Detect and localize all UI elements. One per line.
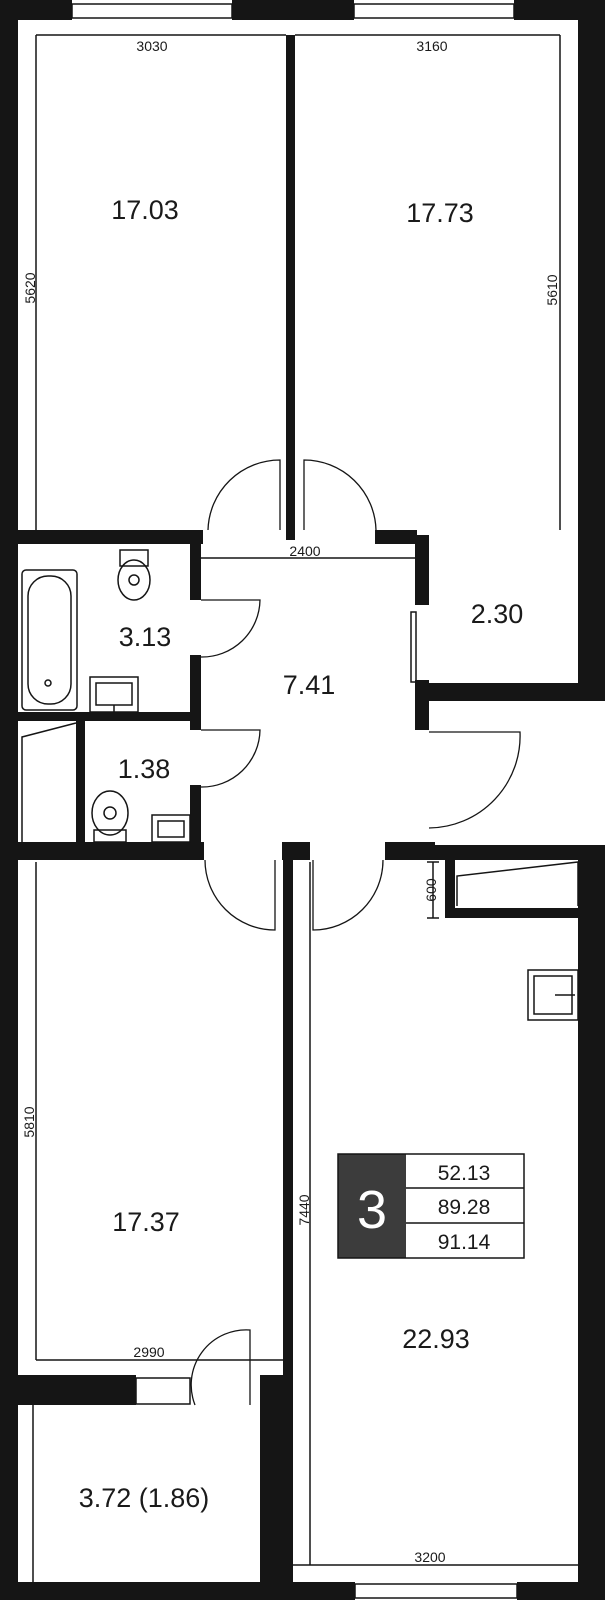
bathtub <box>21 569 78 711</box>
total-with-balcony: 91.14 <box>438 1231 491 1254</box>
interior-walls <box>18 35 605 1600</box>
area-bedroom-1: 17.03 <box>111 195 179 225</box>
bathroom-sink <box>89 676 139 713</box>
toilet-sink <box>151 814 191 843</box>
living-area: 52.13 <box>438 1162 491 1185</box>
room-count-badge <box>338 1154 406 1258</box>
area-bathroom: 3.13 <box>119 622 172 652</box>
total-area: 89.28 <box>438 1196 491 1219</box>
room-count: 3 <box>357 1180 387 1240</box>
area-balcony: 3.72 (1.86) <box>79 1483 210 1513</box>
kitchen-sink <box>527 969 579 1021</box>
dim-bedroom2-width: 3160 <box>416 38 447 54</box>
area-bedroom-3: 17.37 <box>112 1207 180 1237</box>
area-toilet: 1.38 <box>118 754 171 784</box>
summary-block: 3 52.13 89.28 91.14 <box>337 1153 525 1259</box>
area-bedroom-2: 17.73 <box>406 198 474 228</box>
dim-living-height: 7440 <box>296 1194 312 1225</box>
dim-bedroom3-width: 2990 <box>133 1344 164 1360</box>
toilet-2 <box>91 790 129 843</box>
area-living-kitchen: 22.93 <box>402 1324 470 1354</box>
inner-outlines <box>32 34 578 1582</box>
dim-bedroom2-height: 5610 <box>544 274 560 305</box>
dim-hallway-width: 2400 <box>289 543 320 559</box>
area-hallway: 7.41 <box>283 670 336 700</box>
wardrobes <box>21 722 579 906</box>
dim-bedroom3-height: 5810 <box>21 1106 37 1137</box>
dim-wardrobe-depth: 600 <box>423 878 439 902</box>
dimension-600-marker <box>427 861 439 919</box>
dim-bedroom1-height: 5620 <box>22 272 38 303</box>
dim-living-width: 3200 <box>414 1549 445 1565</box>
doors <box>190 459 521 1406</box>
area-storage: 2.30 <box>471 599 524 629</box>
dim-bedroom1-width: 3030 <box>136 38 167 54</box>
toilet-1 <box>117 549 151 601</box>
